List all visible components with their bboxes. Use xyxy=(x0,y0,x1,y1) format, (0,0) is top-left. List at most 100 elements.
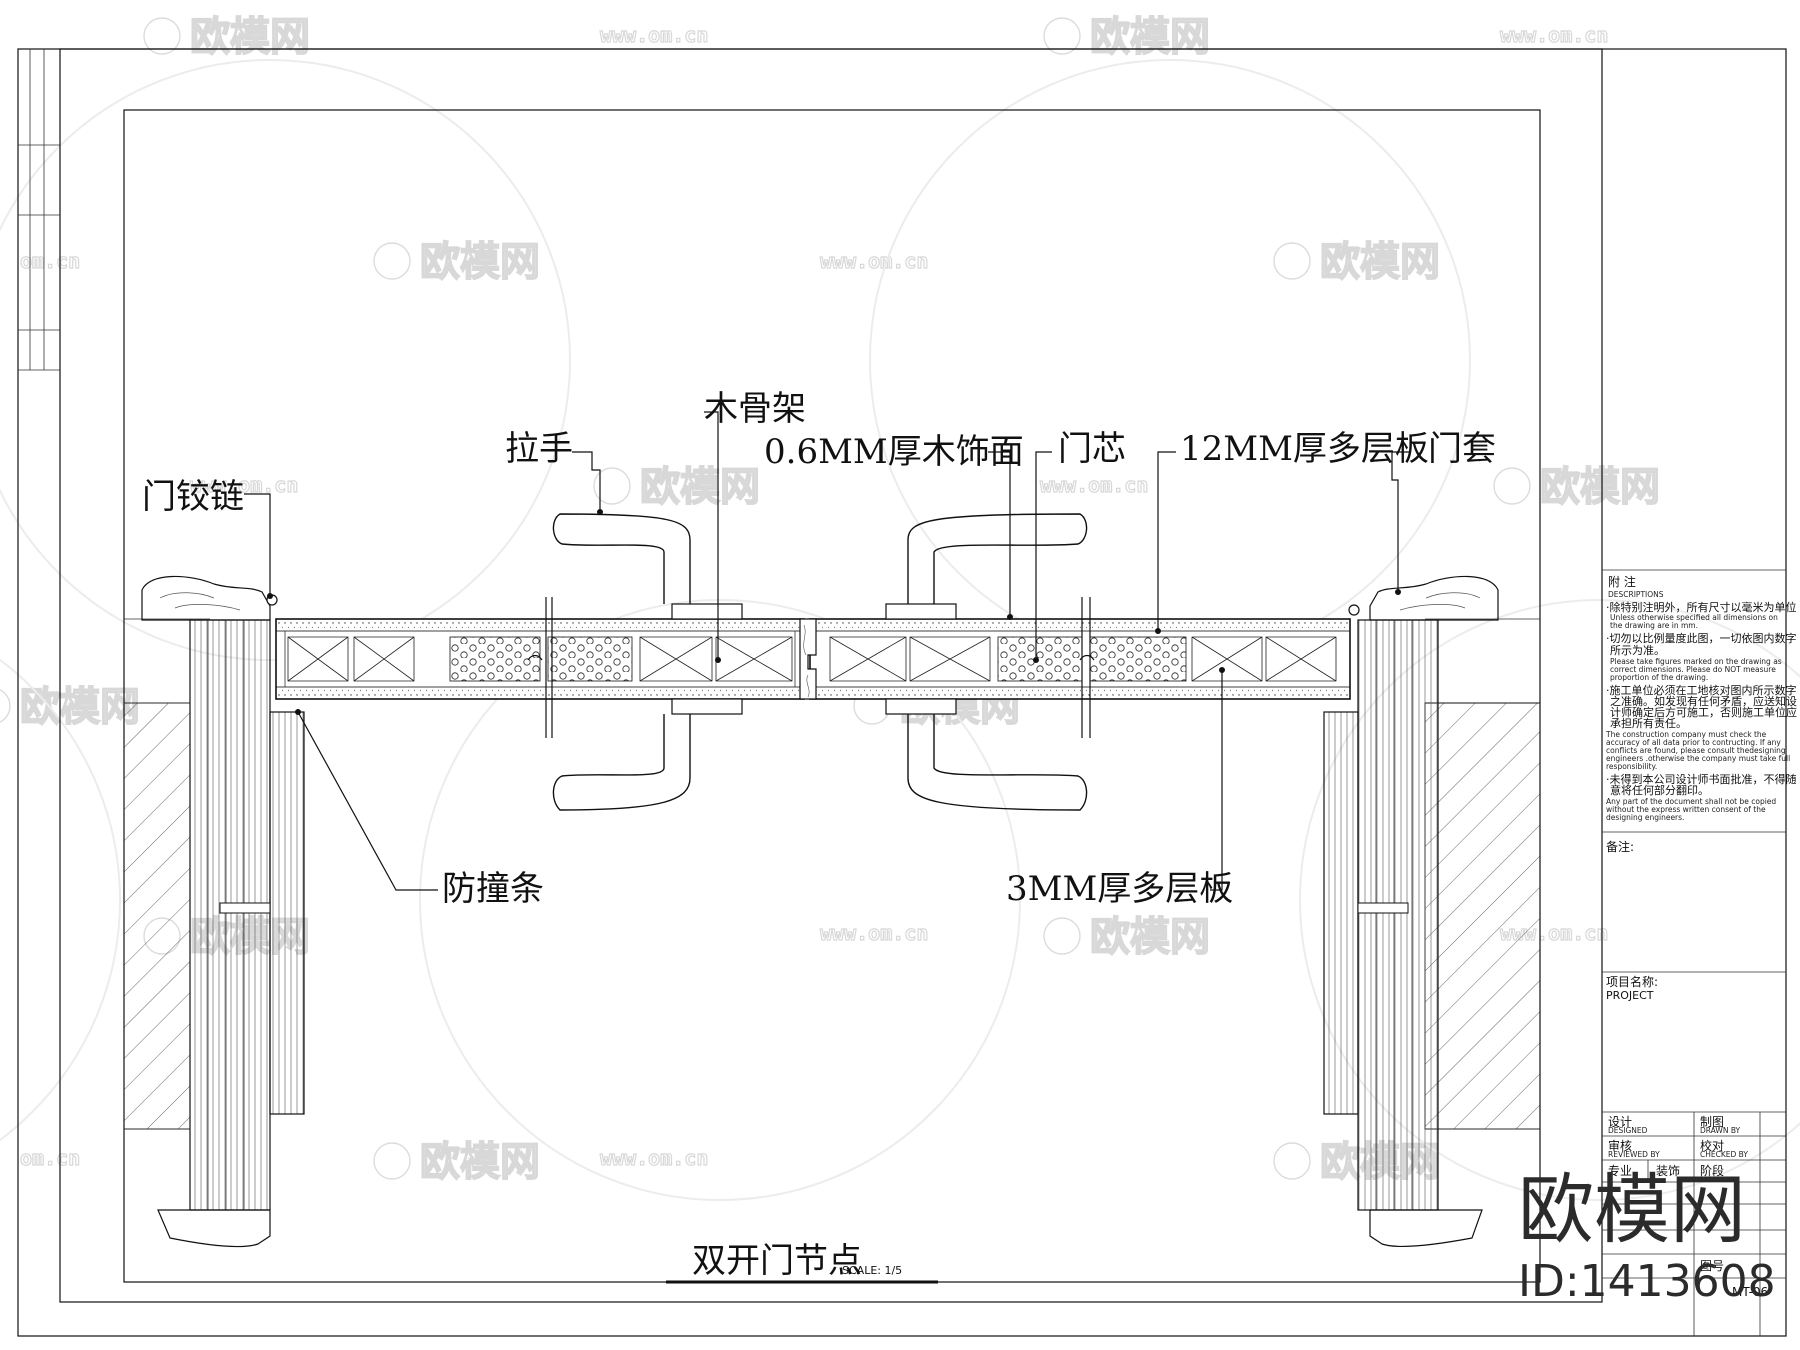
watermark-logo-icon xyxy=(373,1142,411,1180)
project-label: 项目名称: xyxy=(1606,974,1658,989)
label-wood-frame: 木骨架 xyxy=(704,389,806,429)
note1-en-a: Unless otherwise specified all dimension… xyxy=(1610,613,1778,622)
check-label-en: CHECKED BY xyxy=(1700,1150,1748,1159)
note4-en-b: without the express written consent of t… xyxy=(1606,805,1766,814)
watermark-id: ID:1413608 xyxy=(1518,1256,1776,1307)
drawn-label: 制图 xyxy=(1700,1115,1724,1129)
discipline-label: 专业 xyxy=(1608,1163,1632,1178)
leader-dots xyxy=(267,509,1401,715)
watermark-logo-icon xyxy=(593,467,631,505)
watermark-brand: 欧模网 xyxy=(640,464,760,510)
walls xyxy=(123,618,1541,1130)
note3-cn-c: 计师确定后方可施工，否则施工单位应 xyxy=(1610,705,1797,719)
note4-en-c: designing engineers. xyxy=(1606,813,1684,822)
watermark-logo-icon xyxy=(1043,17,1081,55)
inner-frame xyxy=(59,48,1603,1303)
watermark-arc xyxy=(0,59,571,661)
label-hinge: 门铰链 xyxy=(142,477,244,517)
review-label-en: REVIEWED BY xyxy=(1608,1150,1660,1159)
drawing-title-text: 双开门节点 xyxy=(692,1241,862,1281)
note2-en-a: Please take figures marked on the drawin… xyxy=(1610,657,1782,666)
label-plywood-3: 3MM厚多层板 xyxy=(1006,869,1233,909)
watermark-logo-icon xyxy=(0,689,11,723)
watermark-brand: 欧模网 xyxy=(1090,914,1210,960)
label-plywood-12: 12MM厚多层板 xyxy=(1180,429,1429,469)
note2-cn-b: 所示为准。 xyxy=(1610,644,1665,657)
left-door-casing xyxy=(141,575,305,1248)
door-rails xyxy=(545,597,1091,738)
watermark-arc xyxy=(0,658,121,1142)
center-stile xyxy=(799,618,817,700)
label-bump-strip: 防撞条 xyxy=(442,869,544,909)
handle-left-inner xyxy=(552,698,743,811)
label-handle: 拉手 xyxy=(505,429,573,469)
watermark-url: www.om.cn xyxy=(600,23,708,47)
note3-en-c: conflicts are found, please consult thed… xyxy=(1606,746,1786,755)
watermark-brand: 欧模网 xyxy=(1540,464,1660,510)
watermark-arc xyxy=(1299,599,1800,1201)
check-label: 校对 xyxy=(1700,1138,1724,1153)
handle-left-outer xyxy=(552,513,743,620)
remarks-label: 备注: xyxy=(1606,839,1634,854)
watermark-url: www.om.cn xyxy=(820,249,928,273)
label-door-core: 门芯 xyxy=(1058,429,1126,469)
right-door-leaf xyxy=(809,618,1351,700)
note3-cn-d: 承担所有责任。 xyxy=(1610,716,1687,730)
notes-title-en: DESCRIPTIONS xyxy=(1608,590,1664,599)
watermark-url: www.om.cn xyxy=(820,921,928,945)
label-veneer: 0.6MM厚木饰面 xyxy=(764,432,1024,472)
watermark-brand: 欧模网 xyxy=(420,239,540,285)
note4-cn-a: ·未得到本公司设计师书面批准，不得随 xyxy=(1606,772,1797,786)
note2-en-c: proportion of the drawing. xyxy=(1610,673,1708,682)
sheet-no-value: MT-06 xyxy=(1732,1285,1768,1299)
watermark-url: www.om.cn xyxy=(1040,473,1148,497)
watermark-url: om.cn xyxy=(20,249,80,273)
note3-cn-b: 之准确。如发现有任何矛盾，应送知设 xyxy=(1610,694,1797,708)
watermark-arc xyxy=(869,59,1471,661)
drawn-label-en: DRAWN BY xyxy=(1700,1126,1741,1135)
design-label-en: DESIGNED xyxy=(1608,1126,1648,1135)
note3-en-a: The construction company must check the xyxy=(1605,730,1767,739)
note2-cn-a: ·切勿以比例量度此图，一切依图内数字 xyxy=(1606,631,1797,645)
sheet-no-label: 图号 xyxy=(1700,1259,1724,1273)
watermark-logo-icon xyxy=(373,242,411,280)
watermark-url: om.cn xyxy=(20,1146,80,1170)
right-door-casing xyxy=(1323,575,1499,1248)
notes-title: 附 注 xyxy=(1608,574,1636,589)
stage-label: 阶段 xyxy=(1700,1163,1724,1178)
note2-en-b: correct dimensions. Please do NOT measur… xyxy=(1610,665,1776,674)
note3-en-e: responsibility. xyxy=(1606,762,1657,771)
drawing-title: 双开门节点 SCALE: 1/5 xyxy=(666,1241,938,1284)
handle-right-inner xyxy=(885,698,1088,811)
watermark-logo-icon xyxy=(1273,1142,1311,1180)
brand-watermark-big: 欧模网 xyxy=(1518,1165,1746,1254)
note3-cn-a: ·施工单位必须在工地核对图内所示数字 xyxy=(1606,683,1797,697)
review-label: 审核 xyxy=(1608,1138,1632,1153)
leaders xyxy=(244,411,1410,891)
watermark-logo-icon xyxy=(1273,242,1311,280)
design-label: 设计 xyxy=(1608,1115,1632,1129)
drawing-scale: SCALE: 1/5 xyxy=(842,1264,902,1277)
watermark-brand: 欧模网 xyxy=(1320,239,1440,285)
note4-cn-b: 意将任何部分翻印。 xyxy=(1610,783,1709,797)
watermark-logo-icon xyxy=(1043,917,1081,955)
left-door-leaf xyxy=(275,618,805,700)
watermark-arc xyxy=(419,599,1021,1201)
watermark-brand: 欧模网 xyxy=(1090,14,1210,60)
watermark-brand: 欧模网 xyxy=(20,684,140,730)
title-block: 附 注 DESCRIPTIONS ·除特别注明外，所有尺寸以毫米为单位 Unle… xyxy=(1602,569,1797,1336)
left-strip xyxy=(18,49,60,371)
note1-en-b: the drawing are in mm. xyxy=(1610,621,1698,630)
watermark-url: www.om.cn xyxy=(600,1146,708,1170)
watermark-logo-icon xyxy=(1493,467,1531,505)
watermark-layer: 欧模网欧模网欧模网欧模网欧模网欧模网欧模网欧模网欧模网欧模网欧模网欧模网www.… xyxy=(0,13,1800,1201)
watermark-url: www.om.cn xyxy=(1500,23,1608,47)
note3-en-d: engineers .otherwise the company must ta… xyxy=(1606,754,1790,763)
handle-right-outer xyxy=(885,513,1088,620)
note4-en-a: Any part of the document shall not be co… xyxy=(1606,797,1776,806)
label-door-casing: 门套 xyxy=(1428,429,1496,469)
note3-en-b: accuracy of all data prior to contructin… xyxy=(1606,738,1781,747)
project-label-en: PROJECT xyxy=(1606,989,1654,1002)
watermark-logo-icon xyxy=(143,17,181,55)
